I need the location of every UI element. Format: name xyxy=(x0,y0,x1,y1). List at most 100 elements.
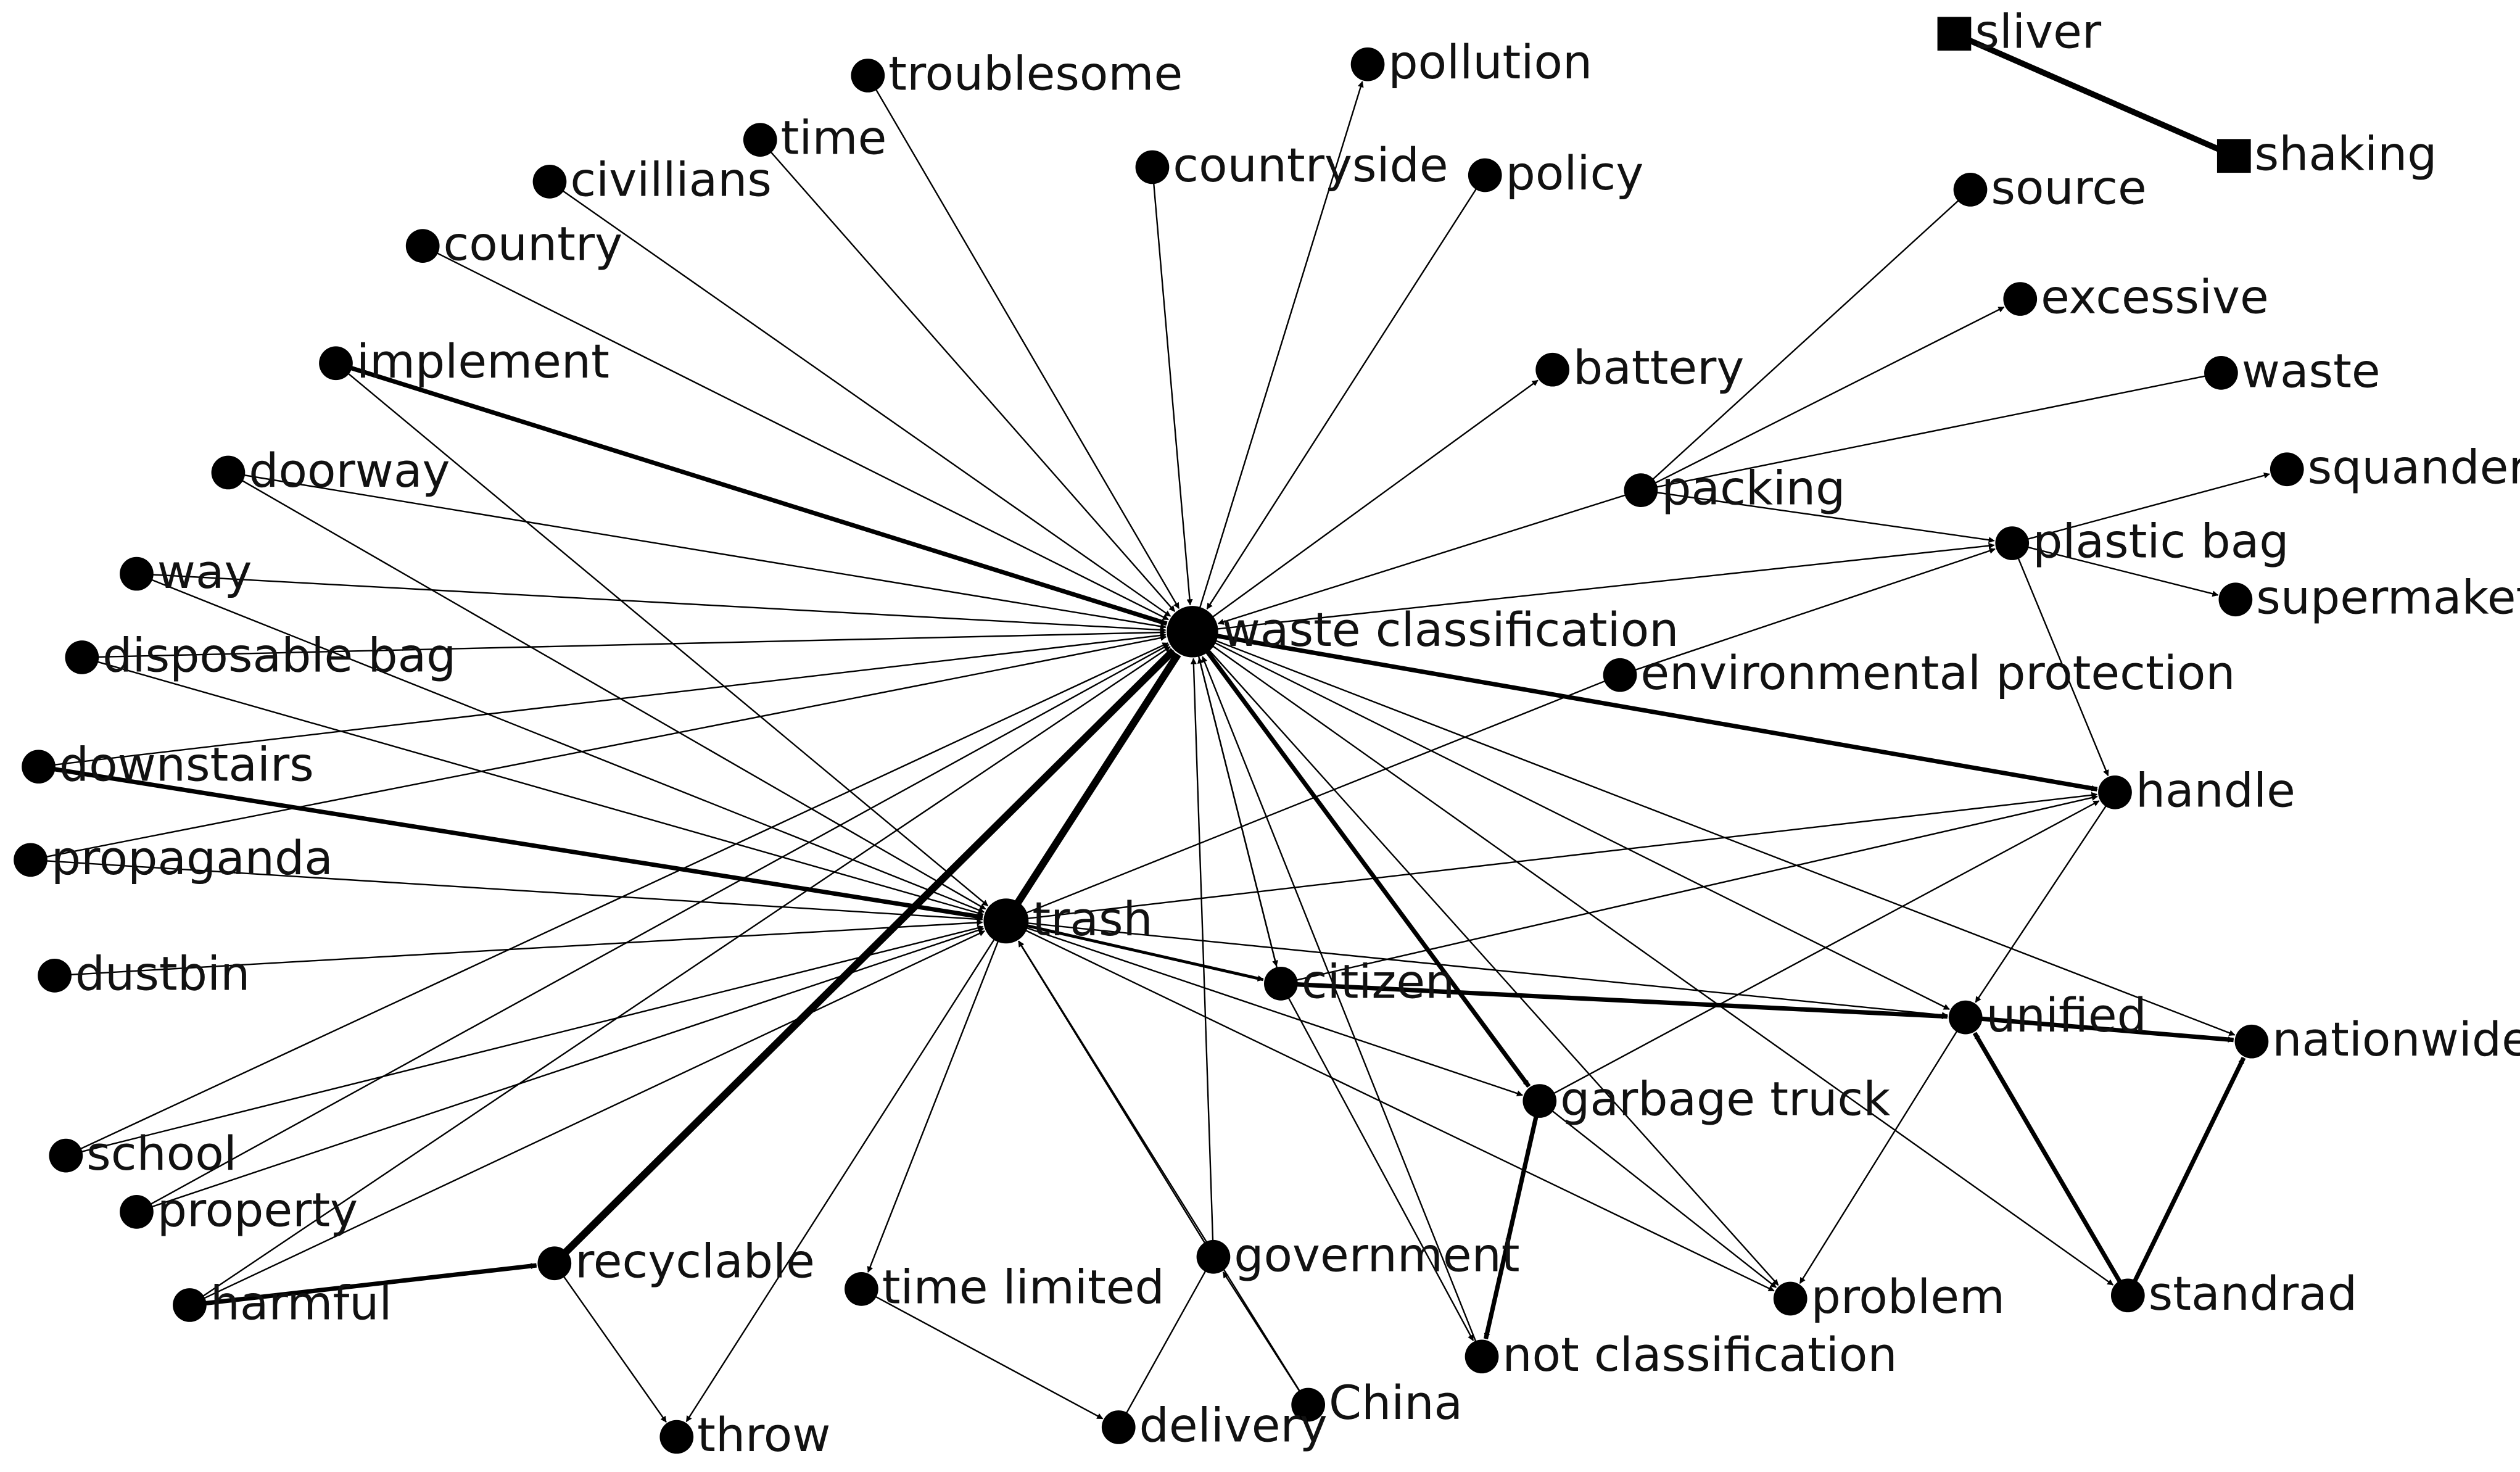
node-pollution: pollution xyxy=(1350,35,1592,89)
node-marker-battery xyxy=(1535,352,1570,387)
node-shaking: shaking xyxy=(2216,126,2437,181)
node-battery: battery xyxy=(1535,340,1744,395)
edge-garbage_truck-to-problem xyxy=(1539,1100,1777,1288)
node-label-way: way xyxy=(157,544,252,599)
node-marker-pollution xyxy=(1350,47,1385,81)
node-waste: waste xyxy=(2204,343,2381,398)
node-marker-nationwide xyxy=(2234,1024,2269,1059)
edge-trash-to-problem xyxy=(1006,920,1775,1292)
node-marker-shaking xyxy=(2216,139,2251,173)
node-marker-property xyxy=(120,1194,154,1229)
node-label-shaking: shaking xyxy=(2255,126,2437,181)
edge-downstairs-to-trash xyxy=(38,764,983,920)
node-time_limited: time limited xyxy=(845,1259,1165,1314)
node-label-citizen: citizen xyxy=(1302,954,1455,1009)
edge-citizen-to-handle xyxy=(1281,795,2098,985)
node-marker-downstairs xyxy=(22,750,56,784)
edge-downstairs-to-waste_classification xyxy=(38,632,1167,767)
node-label-nationwide: nationwide xyxy=(2272,1012,2520,1067)
node-way: way xyxy=(120,544,252,599)
node-supermaket: supermaket xyxy=(2218,570,2520,625)
edge-waste_classification-to-battery xyxy=(1192,379,1539,632)
node-label-recyclable: recyclable xyxy=(575,1234,815,1289)
node-source: source xyxy=(1953,160,2147,215)
node-label-plastic_bag: plastic bag xyxy=(2033,514,2289,569)
node-label-problem: problem xyxy=(1811,1269,2005,1324)
node-label-policy: policy xyxy=(1506,146,1644,201)
node-dustbin: dustbin xyxy=(38,946,250,1001)
node-label-throw: throw xyxy=(697,1407,830,1462)
node-label-time: time xyxy=(781,110,887,165)
edge-way-to-trash xyxy=(136,573,985,913)
edge-implement-to-trash xyxy=(335,362,989,907)
edge-propaganda-to-trash xyxy=(30,859,983,922)
edges-layer xyxy=(30,31,2270,1428)
node-label-troublesome: troublesome xyxy=(888,46,1183,101)
node-label-handle: handle xyxy=(2136,763,2295,817)
edge-packing-to-plastic_bag xyxy=(1640,489,1995,544)
node-marker-environmental_protection xyxy=(1603,658,1637,692)
node-label-propaganda: propaganda xyxy=(51,830,333,885)
node-standrad: standrad xyxy=(2110,1266,2357,1321)
node-marker-trash xyxy=(983,898,1029,944)
node-label-civillians: civillians xyxy=(570,152,772,207)
edge-school-to-waste_classification xyxy=(65,642,1169,1157)
node-label-property: property xyxy=(157,1182,358,1237)
node-handle: handle xyxy=(2098,763,2295,817)
node-government: government xyxy=(1196,1227,1520,1282)
edge-property-to-trash xyxy=(136,927,985,1213)
edge-trash-to-throw xyxy=(685,920,1007,1423)
edge-troublesome-to-waste_classification xyxy=(867,75,1180,609)
edge-trash-to-citizen xyxy=(1006,919,1264,982)
node-label-disposable_bag: disposable bag xyxy=(102,628,456,683)
edge-standrad-to-nationwide xyxy=(2126,1056,2246,1297)
node-citizen: citizen xyxy=(1264,954,1455,1009)
node-marker-garbage_truck xyxy=(1522,1084,1557,1118)
edge-china-to-trash xyxy=(1018,940,1309,1405)
edge-waste_classification-to-plastic_bag xyxy=(1192,542,1995,633)
node-marker-dustbin xyxy=(38,959,72,993)
edge-citizen-to-not_classification xyxy=(1280,983,1474,1341)
edge-source-to-packing xyxy=(1640,189,1971,491)
edge-plastic_bag-to-squander xyxy=(2012,472,2270,544)
node-marker-supermaket xyxy=(2218,582,2253,617)
node-trash: trash xyxy=(983,891,1153,946)
edge-plastic_bag-to-handle xyxy=(2011,543,2109,777)
node-label-standrad: standrad xyxy=(2149,1266,2357,1321)
edge-recyclable-to-throw xyxy=(553,1263,667,1423)
edge-trash-to-waste_classification xyxy=(1002,652,1181,924)
edge-waste_classification-to-nationwide xyxy=(1192,631,2236,1036)
edge-trash-to-handle xyxy=(1006,792,2098,922)
edge-garbage_truck-to-handle xyxy=(1539,800,2100,1102)
node-label-china: China xyxy=(1329,1375,1463,1430)
node-marker-school xyxy=(49,1138,83,1173)
edge-time_limited-to-delivery xyxy=(861,1288,1104,1420)
node-marker-source xyxy=(1953,173,1988,207)
edge-standrad-to-unified xyxy=(1972,1032,2130,1297)
edge-trash-to-garbage_truck xyxy=(1006,920,1523,1097)
node-unified: unified xyxy=(1948,988,2147,1043)
node-marker-policy xyxy=(1468,158,1502,192)
node-label-country: country xyxy=(444,217,623,271)
node-label-delivery: delivery xyxy=(1139,1397,1328,1452)
node-marker-country xyxy=(405,229,440,263)
node-sliver: sliver xyxy=(1937,4,2102,59)
node-marker-implement xyxy=(319,346,353,381)
edge-handle-to-unified xyxy=(1975,792,2116,1003)
node-marker-harmful xyxy=(173,1288,207,1322)
node-label-packing: packing xyxy=(1661,461,1845,516)
edge-government-to-waste_classification xyxy=(1190,658,1215,1257)
node-environmental_protection: environmental protection xyxy=(1603,645,2236,700)
edge-doorway-to-trash xyxy=(228,471,986,910)
node-marker-propaganda xyxy=(14,843,48,877)
node-label-not_classification: not classification xyxy=(1502,1327,1897,1382)
node-label-government: government xyxy=(1234,1227,1519,1282)
node-nationwide: nationwide xyxy=(2234,1012,2520,1067)
node-label-supermaket: supermaket xyxy=(2256,570,2520,625)
node-throw: throw xyxy=(659,1407,830,1462)
edge-government-to-delivery xyxy=(1118,1256,1214,1428)
node-disposable_bag: disposable bag xyxy=(65,628,456,683)
node-civillians: civillians xyxy=(532,152,772,207)
edge-not_classification-to-waste_classification xyxy=(1201,656,1483,1357)
edge-garbage_truck-to-not_classification xyxy=(1483,1100,1542,1340)
